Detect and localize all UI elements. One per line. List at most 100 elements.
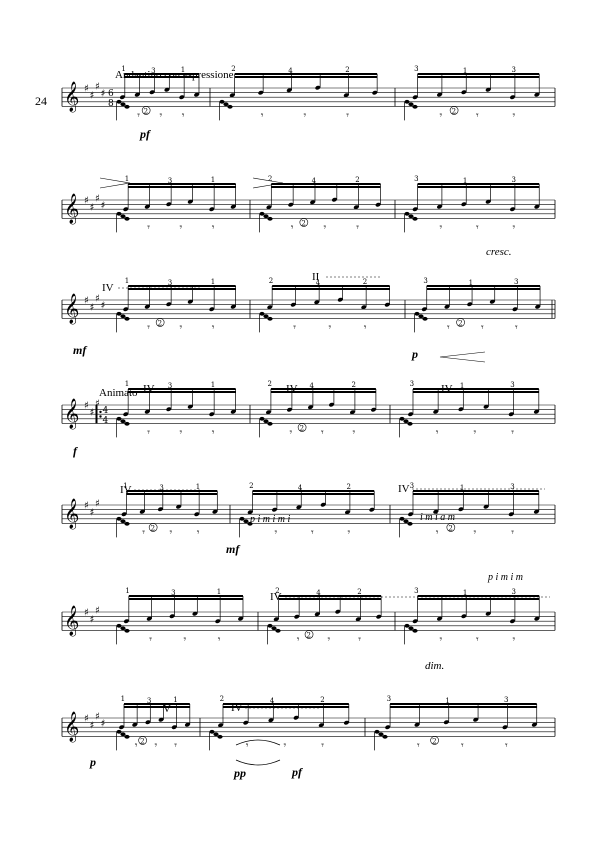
eighth-rest: 𝄾 [218,634,221,645]
note-head [212,509,218,514]
note-head [192,611,198,616]
note-head [119,725,125,730]
fingering-number: 1 [125,175,129,183]
note-head [534,616,540,621]
fingering-pimim: p i m i m [488,572,523,583]
chord-note [116,729,122,734]
dynamic-mf-2: mf [226,542,240,556]
fingering-number: 2 [352,381,356,389]
note-head [187,404,193,409]
note-head [508,512,514,517]
chord-note [275,628,281,633]
note-head [265,410,272,415]
chord-note [259,416,265,421]
note-head [344,510,351,515]
dynamic-pp: pp [234,766,246,780]
time-sig-bottom: 4 [103,416,109,426]
fingering-number: 1 [181,66,185,74]
fingering-number: 3 [512,588,516,596]
fingering-number: 2 [320,696,324,704]
note-head [187,199,193,204]
note-head [229,93,235,98]
note-head [335,609,341,614]
position-iv-6: IV [398,483,410,495]
eighth-rest: 𝄾 [142,527,145,538]
cresc-hairpin [439,351,486,363]
fingering-number: 1 [463,589,467,597]
note-head [461,202,467,207]
fingering-number: 2 [249,482,253,490]
note-head [286,407,293,412]
chord-note [116,99,122,104]
chord-note [247,521,253,526]
note-head [230,409,236,414]
eighth-rest: 𝄾 [160,110,163,121]
key-sharp: ♯ [95,293,100,304]
note-head [179,95,185,100]
eighth-rest: 𝄾 [358,634,361,645]
note-head [310,200,316,205]
string-number: 2 [432,737,436,745]
fingering-number: 1 [196,483,200,491]
tempo-marking: Andantino con espressione [115,69,234,81]
note-head [485,199,491,204]
eighth-rest: 𝄾 [137,110,140,121]
chord-note [382,734,388,739]
fingering-number: 2 [275,587,279,595]
chord-note [267,623,273,628]
chord-note [403,519,409,524]
eighth-rest: 𝄾 [436,427,439,438]
note-head [171,725,177,730]
chord-note [120,519,126,524]
fingering-number: 3 [171,589,175,597]
eighth-rest: 𝄾 [184,634,187,645]
fingering-number: 1 [463,177,467,185]
note-head [123,412,129,417]
key-sharp: ♯ [95,711,100,722]
dynamic-p-2: p [90,755,96,769]
chord-note [407,421,413,426]
note-head [320,502,326,507]
eighth-rest: 𝄾 [275,527,278,538]
note-head [166,407,172,412]
fingering-number: 1 [125,380,129,388]
repeat-dot [99,410,102,414]
fingering-number: 3 [514,278,518,286]
note-head [144,204,150,209]
chord-note [120,314,126,319]
note-head [436,92,443,97]
note-head [209,307,215,312]
fingering-number: 3 [512,66,516,74]
fingering-number: 3 [410,380,414,388]
note-head [293,715,299,720]
note-head [296,505,302,510]
note-head [294,614,300,619]
chord-note [418,314,424,319]
position-iv-8: IV [231,702,243,714]
eighth-rest: 𝄾 [447,322,450,333]
note-head [209,207,215,212]
eighth-rest: 𝄾 [212,322,215,333]
fingering-number: 4 [316,589,321,597]
eighth-rest: 𝄾 [182,110,185,121]
note-head [267,305,273,310]
note-head [314,612,320,617]
string-circle [155,318,165,327]
fingering-pimami: p i m i m i [250,514,291,525]
eighth-rest: 𝄾 [346,110,349,121]
chord-note [239,516,245,521]
chord-note [374,729,380,734]
eighth-rest: 𝄾 [356,222,359,233]
note-head [467,302,473,307]
note-head [461,90,467,95]
fingering-number: 3 [414,65,418,73]
note-head [533,409,539,414]
eighth-rest: 𝄾 [147,427,150,438]
position-iv-7: IV [270,591,282,603]
note-head [218,723,224,728]
fingering-number: 3 [510,381,514,389]
chord-note [403,419,409,424]
string-circle [446,523,456,532]
string-circle [141,106,151,115]
